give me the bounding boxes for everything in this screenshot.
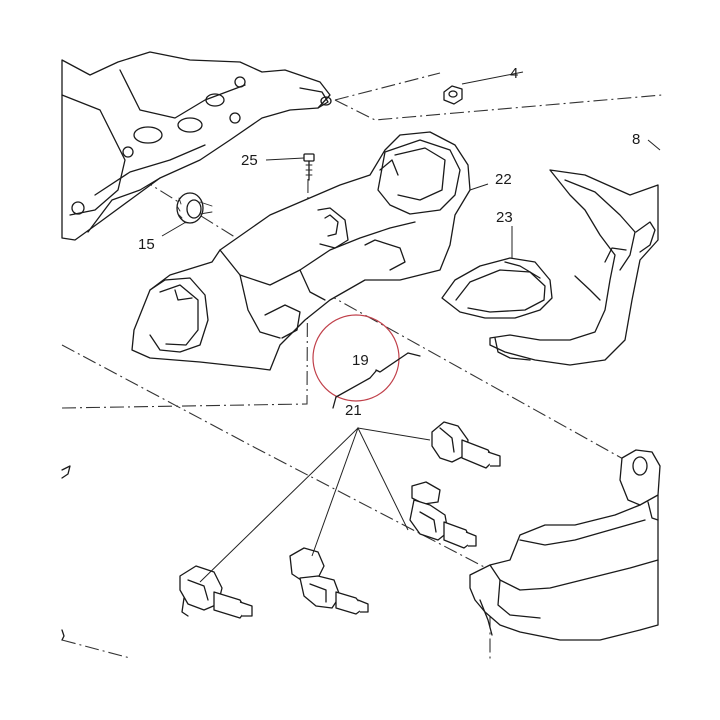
- callout-labels: 4 8 15 19 21 22 23 25: [138, 65, 640, 419]
- callout-4: 4: [510, 65, 518, 82]
- part-4-nut: [443, 85, 463, 105]
- bulb-d: [289, 547, 369, 615]
- callout-25: 25: [241, 152, 258, 169]
- frame-bracket: [61, 51, 332, 241]
- callout-8: 8: [632, 131, 640, 148]
- bulb-c: [179, 565, 253, 619]
- bulb-b: [409, 481, 477, 549]
- part-15-knob: [176, 192, 213, 224]
- leader-lines: [161, 71, 661, 583]
- callout-21: 21: [345, 402, 362, 419]
- callout-19: 19: [352, 352, 369, 369]
- callout-15: 15: [138, 236, 155, 253]
- part-22-housing: [131, 131, 471, 371]
- callout-23: 23: [496, 209, 513, 226]
- part-19-wire: [312, 314, 421, 409]
- edge-fragments: [61, 465, 71, 641]
- lower-lamp-assembly: [469, 449, 661, 641]
- bulb-a: [431, 421, 501, 469]
- part-8-frame: [489, 169, 659, 366]
- highlight-circle: [312, 314, 400, 402]
- callout-22: 22: [495, 171, 512, 188]
- part-25-screw: [303, 153, 315, 181]
- part-23-shield: [441, 257, 553, 319]
